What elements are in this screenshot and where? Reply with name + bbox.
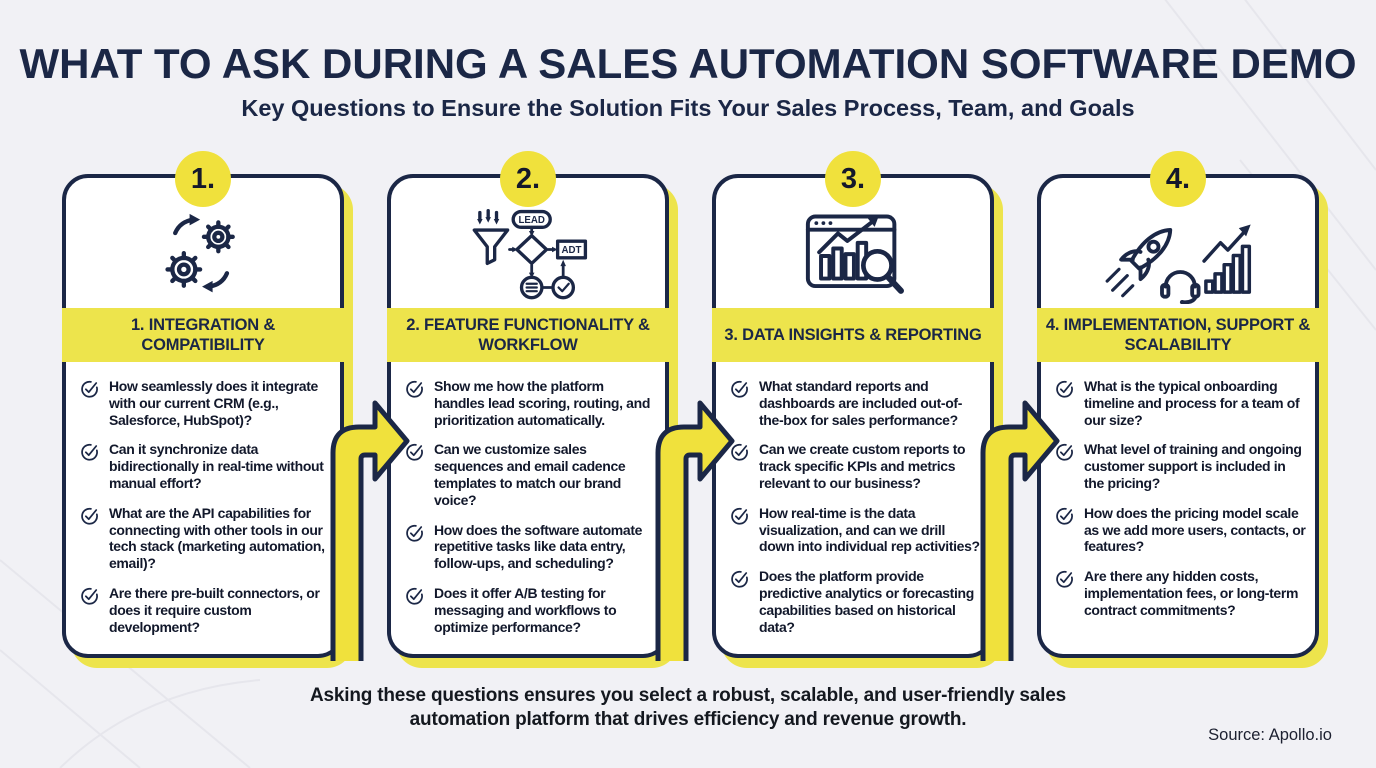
step-number-badge: 3. <box>825 151 881 207</box>
card-title: 4. IMPLEMENTATION, SUPPORT & SCALABILITY <box>1045 315 1311 354</box>
card-title: 1. INTEGRATION & COMPATIBILITY <box>130 315 276 354</box>
lead-label: LEAD <box>518 215 544 226</box>
card-title-band: 3. DATA INSIGHTS & REPORTING <box>712 308 994 362</box>
question-list: How seamlessly does it integrate with ou… <box>80 378 332 635</box>
question-list: What standard reports and dashboards are… <box>730 378 982 635</box>
check-circle-icon <box>405 441 425 461</box>
check-circle-icon <box>730 441 750 461</box>
page-title: WHAT TO ASK DURING A SALES AUTOMATION SO… <box>19 40 1357 87</box>
flow-arrow-right-icon <box>980 400 1060 661</box>
check-circle-icon <box>80 505 100 525</box>
question-item: What level of training and ongoing custo… <box>1055 441 1307 491</box>
footer-note: Asking these questions ensures you selec… <box>310 685 1066 730</box>
question-item: Show me how the platform handles lead sc… <box>405 378 657 428</box>
workflow-funnel-icon: LEAD ADT <box>391 204 665 308</box>
check-circle-icon <box>1055 505 1075 525</box>
question-text: Does it offer A/B testing for messaging … <box>434 584 617 635</box>
check-circle-icon <box>80 441 100 461</box>
check-circle-icon <box>80 378 100 398</box>
card-data-insights-reporting: 3. 3. DATA INSIG <box>712 151 994 658</box>
question-text: Are there pre-built connectors, or does … <box>109 584 320 635</box>
check-circle-icon <box>730 378 750 398</box>
question-item: Does the platform provide predictive ana… <box>730 568 982 635</box>
card-integration-compatibility: 1. 1. INTEGRATION & COMPATIBILITY <box>62 151 344 658</box>
question-list: Show me how the platform handles lead sc… <box>405 378 657 635</box>
flow-arrow-right-icon <box>330 400 410 661</box>
gears-sync-icon <box>66 204 340 308</box>
source-credit: Source: Apollo.io <box>1208 726 1332 744</box>
check-circle-icon <box>1055 568 1075 588</box>
question-item: How does the software automate repetitiv… <box>405 522 657 572</box>
check-circle-icon <box>730 568 750 588</box>
question-text: What are the API capabilities for connec… <box>109 504 325 572</box>
step-number-badge: 4. <box>1150 151 1206 207</box>
card-title-band: 2. FEATURE FUNCTIONALITY & WORKFLOW <box>387 308 669 362</box>
question-item: Are there any hidden costs, implementati… <box>1055 568 1307 618</box>
question-text: Are there any hidden costs, implementati… <box>1084 568 1299 618</box>
page-subtitle: Key Questions to Ensure the Solution Fit… <box>241 95 1135 121</box>
question-item: Are there pre-built connectors, or does … <box>80 585 332 635</box>
question-item: What standard reports and dashboards are… <box>730 378 982 428</box>
analytics-report-icon <box>716 204 990 308</box>
question-item: What is the typical onboarding timeline … <box>1055 378 1307 428</box>
question-text: What is the typical onboarding timeline … <box>1084 378 1300 428</box>
check-circle-icon <box>405 378 425 398</box>
question-item: What are the API capabilities for connec… <box>80 505 332 572</box>
check-circle-icon <box>80 585 100 605</box>
question-text: How seamlessly does it integrate with ou… <box>109 378 318 428</box>
check-circle-icon <box>730 505 750 525</box>
question-text: How does the pricing model scale as we a… <box>1084 504 1306 555</box>
rocket-support-growth-icon <box>1041 204 1315 308</box>
adt-label: ADT <box>562 245 582 256</box>
card-title: 3. DATA INSIGHTS & REPORTING <box>724 325 982 344</box>
question-item: How real-time is the data visualization,… <box>730 505 982 555</box>
question-item: How does the pricing model scale as we a… <box>1055 505 1307 555</box>
check-circle-icon <box>405 522 425 542</box>
question-text: How real-time is the data visualization,… <box>759 504 980 555</box>
flow-arrow-right-icon <box>655 400 735 661</box>
question-text: How does the software automate repetitiv… <box>434 521 643 572</box>
question-text: Can it synchronize data bidirectionally … <box>109 441 324 491</box>
card-title: 2. FEATURE FUNCTIONALITY & WORKFLOW <box>406 315 650 354</box>
question-item: How seamlessly does it integrate with ou… <box>80 378 332 428</box>
question-text: Show me how the platform handles lead sc… <box>434 378 651 428</box>
step-number-badge: 2. <box>500 151 556 207</box>
card-title-band: 4. IMPLEMENTATION, SUPPORT & SCALABILITY <box>1037 308 1319 362</box>
question-text: Does the platform provide predictive ana… <box>759 568 974 635</box>
question-item: Does it offer A/B testing for messaging … <box>405 585 657 635</box>
question-text: What standard reports and dashboards are… <box>759 378 963 428</box>
step-number-badge: 1. <box>175 151 231 207</box>
question-list: What is the typical onboarding timeline … <box>1055 378 1307 619</box>
question-item: Can we create custom reports to track sp… <box>730 441 982 491</box>
question-text: Can we create custom reports to track sp… <box>759 441 966 491</box>
question-item: Can we customize sales sequences and ema… <box>405 441 657 508</box>
check-circle-icon <box>405 585 425 605</box>
card-feature-functionality-workflow: 2. <box>387 151 669 658</box>
question-text: Can we customize sales sequences and ema… <box>434 441 626 508</box>
question-item: Can it synchronize data bidirectionally … <box>80 441 332 491</box>
card-implementation-support-scalability: 4. <box>1037 151 1319 658</box>
card-title-band: 1. INTEGRATION & COMPATIBILITY <box>62 308 344 362</box>
question-text: What level of training and ongoing custo… <box>1084 441 1302 491</box>
check-circle-icon <box>1055 378 1075 398</box>
check-circle-icon <box>1055 441 1075 461</box>
